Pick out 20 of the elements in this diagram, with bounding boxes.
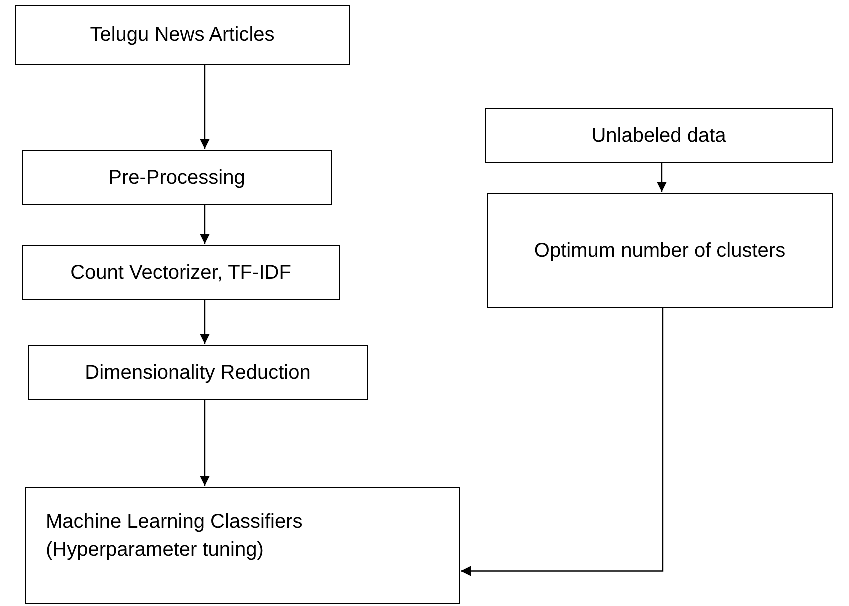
box-label: Unlabeled data [592,124,726,148]
process-box [487,193,833,308]
process-box [485,108,833,163]
process-box [28,345,368,400]
box-label: Pre-Processing [108,166,246,190]
box-label: Machine Learning Classifiers (Hyperparameter tuning) [46,510,304,563]
box-label: Telugu News Articles [90,23,275,48]
process-box [22,150,332,205]
arrow [461,308,664,576]
arrow [657,163,667,192]
arrow [200,65,210,149]
arrow [200,400,210,486]
arrow [200,205,210,244]
box-label: Optimum number of clusters [534,238,786,264]
process-box [15,5,350,65]
process-box [25,487,460,604]
box-label: Dimensionality Reduction [85,360,311,386]
box-label: Count Vectorizer, TF-IDF [70,260,292,286]
arrow [200,300,210,344]
process-box [22,245,340,300]
